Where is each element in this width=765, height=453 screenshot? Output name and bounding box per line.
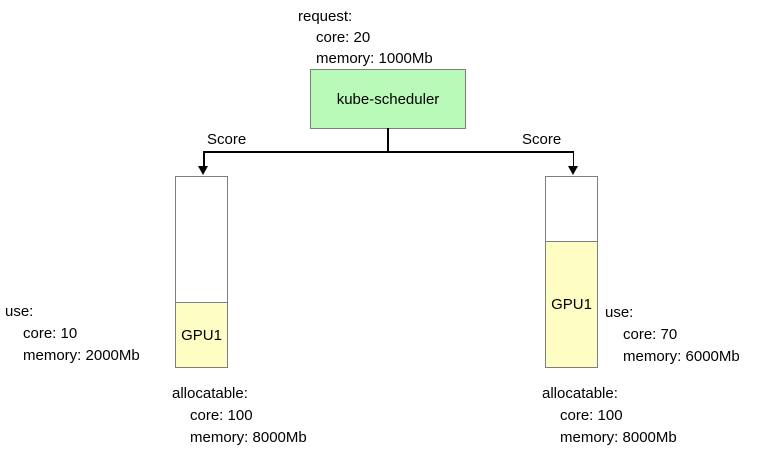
use-left-heading: use: <box>5 303 34 320</box>
node-right-label: GPU1 <box>551 296 592 313</box>
connector-drop-right <box>572 151 574 167</box>
alloc-right-core: core: 100 <box>560 407 623 424</box>
node-right-usage-fill: GPU1 <box>546 241 597 367</box>
kube-scheduler-label: kube-scheduler <box>336 90 440 108</box>
node-right: GPU1 <box>545 176 598 368</box>
node-left-usage-fill: GPU1 <box>176 302 227 367</box>
score-label-right: Score <box>522 131 562 148</box>
request-memory: memory: 1000Mb <box>316 50 433 67</box>
alloc-left-heading: allocatable: <box>172 385 248 402</box>
alloc-right-memory: memory: 8000Mb <box>560 429 677 446</box>
alloc-right-heading: allocatable: <box>542 385 618 402</box>
use-right-memory: memory: 6000Mb <box>623 348 740 365</box>
arrowhead-down-left-icon <box>198 166 208 175</box>
allocatable-annotation-right: allocatable: core: 100 memory: 8000Mb <box>542 383 677 449</box>
use-left-memory: memory: 2000Mb <box>23 347 140 364</box>
kube-scheduler-box: kube-scheduler <box>310 69 466 129</box>
alloc-left-memory: memory: 8000Mb <box>190 429 307 446</box>
request-heading: request: <box>298 8 353 25</box>
alloc-left-core: core: 100 <box>190 407 253 424</box>
use-right-heading: use: <box>605 304 634 321</box>
arrowhead-down-right-icon <box>568 166 578 175</box>
use-right-core: core: 70 <box>623 326 678 343</box>
request-annotation: request: core: 20 memory: 1000Mb <box>298 6 433 69</box>
connector-drop-left <box>203 151 205 167</box>
request-core: core: 20 <box>316 29 371 46</box>
allocatable-annotation-left: allocatable: core: 100 memory: 8000Mb <box>172 383 307 449</box>
node-left: GPU1 <box>175 176 228 368</box>
connector-horizontal <box>203 151 574 153</box>
use-left-core: core: 10 <box>23 325 78 342</box>
connector-stem <box>387 128 389 152</box>
use-annotation-left: use: core: 10 memory: 2000Mb <box>5 301 140 367</box>
node-left-label: GPU1 <box>181 326 222 344</box>
score-label-left: Score <box>207 131 247 148</box>
use-annotation-right: use: core: 70 memory: 6000Mb <box>605 302 740 368</box>
